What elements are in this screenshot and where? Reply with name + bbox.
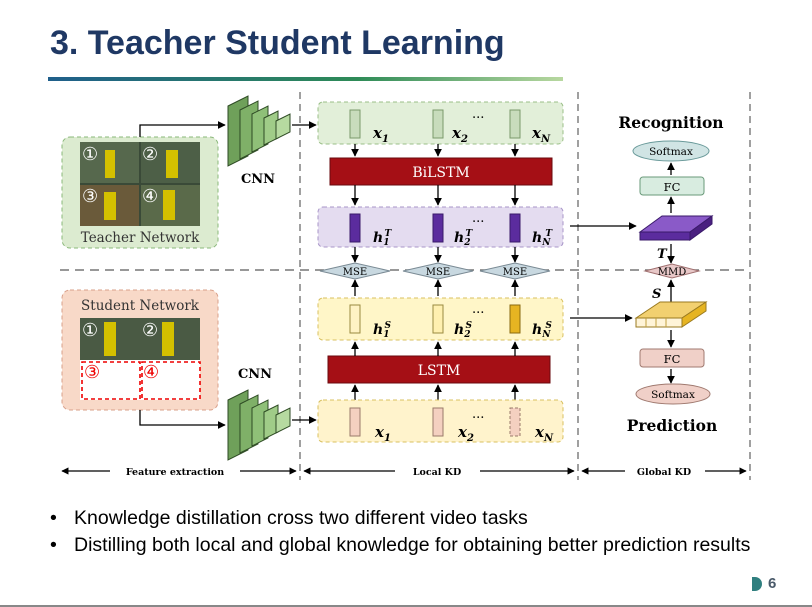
svg-text:Softmax: Softmax: [649, 146, 693, 158]
fc-bottom-node: FC: [639, 348, 705, 368]
svg-text:MSE: MSE: [503, 267, 527, 278]
cnn-top-icon: [227, 95, 291, 167]
svg-text:MSE: MSE: [343, 267, 367, 278]
softmax-top-node: Softmax: [632, 140, 710, 162]
recognition-label: Recognition: [618, 113, 723, 132]
svg-text:BiLSTM: BiLSTM: [412, 165, 469, 181]
teacher-frame-3: ③: [82, 186, 98, 207]
svg-text:xN: xN: [534, 423, 554, 444]
prediction-label: Prediction: [627, 416, 718, 435]
student-frame-2: ②: [142, 320, 158, 341]
teacher-network-box: ① ② ③ ④ Teacher Network: [61, 136, 219, 249]
bullet-item: • Knowledge distillation cross two diffe…: [50, 505, 766, 532]
svg-text:x1: x1: [374, 423, 391, 444]
svg-text:FC: FC: [664, 352, 681, 366]
teacher-frame-1: ①: [82, 144, 98, 165]
S-label: S: [652, 287, 661, 302]
section-labels: Feature extraction Local KD Global KD: [61, 467, 747, 478]
teacher-feature-row: x1 x2 xN ...: [317, 101, 564, 145]
svg-text:x2: x2: [457, 423, 474, 444]
teacher-network-label: Teacher Network: [81, 230, 200, 246]
svg-text:...: ...: [472, 407, 484, 422]
bottom-border: [0, 605, 812, 607]
svg-text:h2S: h2S: [454, 321, 472, 340]
teacher-student-diagram: ① ② ③ ④ Teacher Network Student Network …: [60, 92, 751, 480]
cnn-bottom-icon: [227, 389, 291, 461]
mmd-node: MMD: [643, 263, 701, 279]
title-underline: [48, 77, 563, 81]
bullet-text: Knowledge distillation cross two differe…: [74, 507, 528, 529]
student-frame-3: ③: [84, 362, 100, 383]
softmax-bottom-node: Softmax: [635, 383, 711, 405]
mse-nodes: MSE MSE MSE: [319, 247, 551, 296]
teacher-frame-2: ②: [142, 144, 158, 165]
svg-text:h1T: h1T: [373, 229, 392, 248]
teacher-tensor-T: [638, 215, 714, 241]
cnn-top-label: CNN: [241, 172, 275, 187]
page-marker-icon: [752, 576, 762, 591]
svg-text:h2T: h2T: [454, 229, 473, 248]
student-network-box: Student Network ① ② ③ ④: [61, 289, 219, 411]
bullet-text: Distilling both local and global knowled…: [74, 534, 751, 556]
svg-text:xN: xN: [531, 124, 551, 145]
svg-text:LSTM: LSTM: [418, 363, 461, 379]
svg-text:Local KD: Local KD: [413, 467, 461, 478]
svg-text:x1: x1: [372, 124, 389, 145]
bullet-list: • Knowledge distillation cross two diffe…: [50, 505, 766, 559]
svg-text:Feature extraction: Feature extraction: [126, 467, 224, 478]
svg-text:hNS: hNS: [532, 321, 552, 340]
svg-text:hNT: hNT: [532, 229, 553, 248]
page-number: 6: [752, 575, 776, 592]
bullet-item: • Distilling both local and global knowl…: [50, 532, 766, 559]
svg-text:MMD: MMD: [658, 267, 687, 278]
T-label: T: [657, 247, 668, 262]
svg-text:...: ...: [472, 107, 484, 122]
svg-text:Global KD: Global KD: [637, 467, 691, 478]
student-feature-row: x1 x2 xN ...: [317, 399, 564, 444]
cnn-bottom-label: CNN: [238, 367, 272, 382]
slide-title: 3. Teacher Student Learning: [50, 24, 505, 62]
svg-text:Softmax: Softmax: [651, 389, 695, 401]
svg-text:...: ...: [472, 302, 484, 317]
lstm-block: LSTM: [327, 355, 551, 384]
teacher-frame-4: ④: [142, 186, 158, 207]
bilstm-block: BiLSTM: [329, 157, 553, 186]
svg-text:x2: x2: [451, 124, 468, 145]
student-tensor-S: [634, 301, 708, 328]
student-network-label: Student Network: [81, 298, 200, 314]
fc-top-node: FC: [639, 176, 705, 196]
teacher-hidden-row: h1T h2T hNT ...: [317, 206, 564, 248]
student-hidden-row: h1S h2S hNS ...: [317, 297, 564, 341]
svg-text:...: ...: [472, 211, 484, 226]
svg-text:h1S: h1S: [373, 321, 391, 340]
student-frame-4: ④: [143, 362, 159, 383]
svg-text:FC: FC: [664, 180, 681, 194]
student-frame-1: ①: [82, 320, 98, 341]
svg-text:MSE: MSE: [426, 267, 450, 278]
